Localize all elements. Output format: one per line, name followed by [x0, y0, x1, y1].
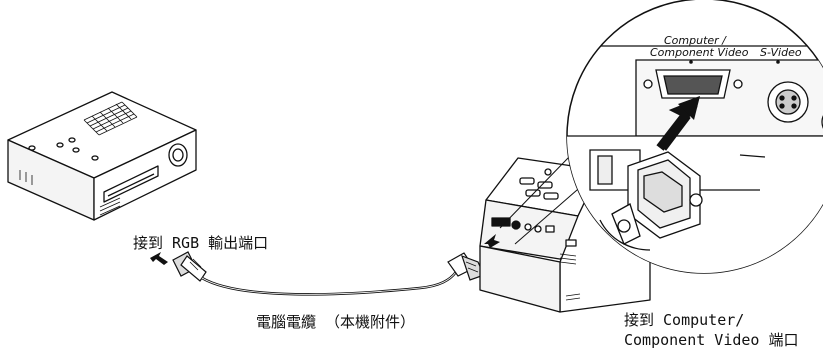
desktop-computer-icon [7, 91, 197, 221]
callout-leader-line [499, 155, 571, 229]
port-label-component-video: Component Video [650, 46, 749, 59]
vga-cable-icon [172, 251, 485, 296]
cable-caption: 電腦電纜 （本機附件） [256, 313, 416, 331]
port-label-svideo: S-Video [760, 46, 802, 59]
computer-port-label-line2: Component Video 端口 [624, 331, 799, 349]
port-label-computer: Computer / [664, 34, 727, 47]
callout-magnifier: Computer / Component Video S-Video [566, 0, 823, 274]
direction-arrow-icon [484, 234, 500, 248]
computer-port-label-line1: 接到 Computer/ [624, 311, 745, 329]
direction-arrow-icon [150, 252, 168, 265]
rgb-output-label: 接到 RGB 輸出端口 [133, 234, 269, 252]
